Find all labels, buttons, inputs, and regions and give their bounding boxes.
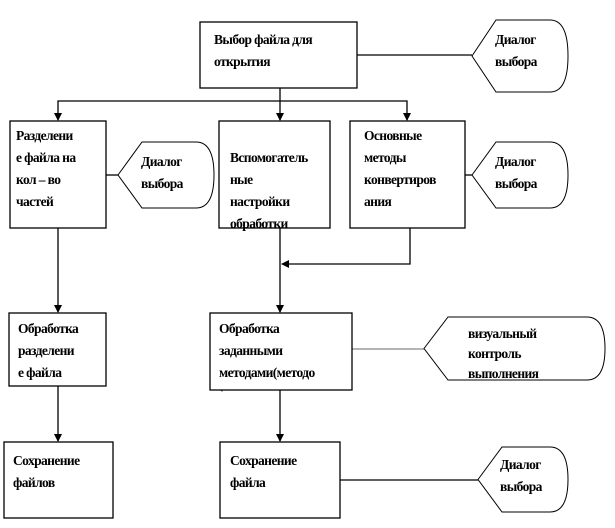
display-outline [471, 19, 569, 93]
process-box-split: Разделени е файла на кол – во частей [9, 120, 107, 229]
box-label-line: Вспомогатель [230, 150, 308, 165]
display-label-line: Диалог [495, 32, 536, 47]
box-label-line: частей [16, 194, 54, 209]
box-label-line: ные [230, 172, 253, 187]
display-label-line: Диалог [500, 457, 541, 472]
arrow-open-to-methods [280, 100, 411, 121]
box-label-line: открытия [214, 54, 270, 69]
process-box-aux: Вспомогатель ные настройки обработки [218, 120, 331, 231]
box-label-line: заданными [219, 343, 283, 358]
box-outline [218, 120, 331, 229]
box-outline [8, 312, 107, 387]
box-label-line: ания [364, 194, 392, 209]
box-label-line: конвертиров [364, 172, 436, 187]
display-label-line: выбора [141, 176, 184, 191]
display-label-line: Диалог [495, 154, 536, 169]
display-label-line: контроль [468, 346, 521, 361]
display-shape-d3: Диалог выбора [471, 141, 569, 209]
display-label-line: выбора [495, 176, 538, 191]
box-label-line: обработки [230, 216, 289, 231]
process-box-process-split: Обработка разделени е файла [8, 312, 107, 387]
box-outline [3, 441, 114, 519]
display-label-line: визуальный [468, 326, 537, 341]
box-outline [209, 312, 353, 391]
display-outline [423, 316, 606, 381]
box-label-line: Основные [364, 128, 422, 143]
box-label-line: е файла на [16, 150, 76, 165]
arrow-open-to-split [54, 100, 280, 121]
box-outline [9, 120, 107, 229]
display-outline [471, 141, 569, 209]
box-label-line: методами(методо [219, 365, 315, 380]
box-label-line: кол – во [16, 172, 61, 187]
display-shape-d2: Диалог выбора [117, 141, 215, 209]
box-label-line: файла [230, 475, 266, 490]
display-label-line: выполнения [468, 366, 539, 381]
display-shape-d4: визуальный контроль выполнения [423, 316, 606, 381]
display-outline [117, 141, 215, 209]
box-label-line: Сохранение [230, 453, 297, 468]
arrow-methods-to-process [281, 228, 411, 268]
display-outline [477, 446, 569, 513]
box-label-line: Разделени [16, 128, 74, 143]
box-label-line: ` [219, 387, 223, 402]
box-outline [349, 120, 466, 229]
display-label-line: выбора [495, 54, 538, 69]
process-box-process-methods: Обработка заданными методами(методо ` [209, 312, 353, 402]
process-box-methods: Основные методы конвертиров ания [349, 120, 466, 229]
connectors [54, 54, 478, 481]
display-shape-d5: Диалог выбора [477, 446, 569, 513]
display-shape-d1: Диалог выбора [471, 19, 569, 93]
process-box-save-file: Сохранение файла [219, 441, 341, 519]
box-label-line: Обработка [219, 321, 280, 336]
box-label-line: методы [364, 150, 407, 165]
box-outline [219, 441, 341, 519]
box-label-line: Выбор файла для [214, 32, 312, 47]
box-label-line: разделени [18, 343, 75, 358]
box-label-line: Обработка [18, 321, 79, 336]
box-label-line: файлов [13, 475, 55, 490]
box-label-line: е файла [18, 365, 62, 380]
display-label-line: выбора [500, 479, 543, 494]
box-outline [199, 21, 358, 89]
box-label-line: Сохранение [13, 453, 80, 468]
display-label-line: Диалог [141, 154, 182, 169]
box-label-line: настройки [230, 194, 290, 209]
process-box-save-files: Сохранение файлов [3, 441, 114, 519]
process-box-open: Выбор файла для открытия [199, 21, 358, 89]
